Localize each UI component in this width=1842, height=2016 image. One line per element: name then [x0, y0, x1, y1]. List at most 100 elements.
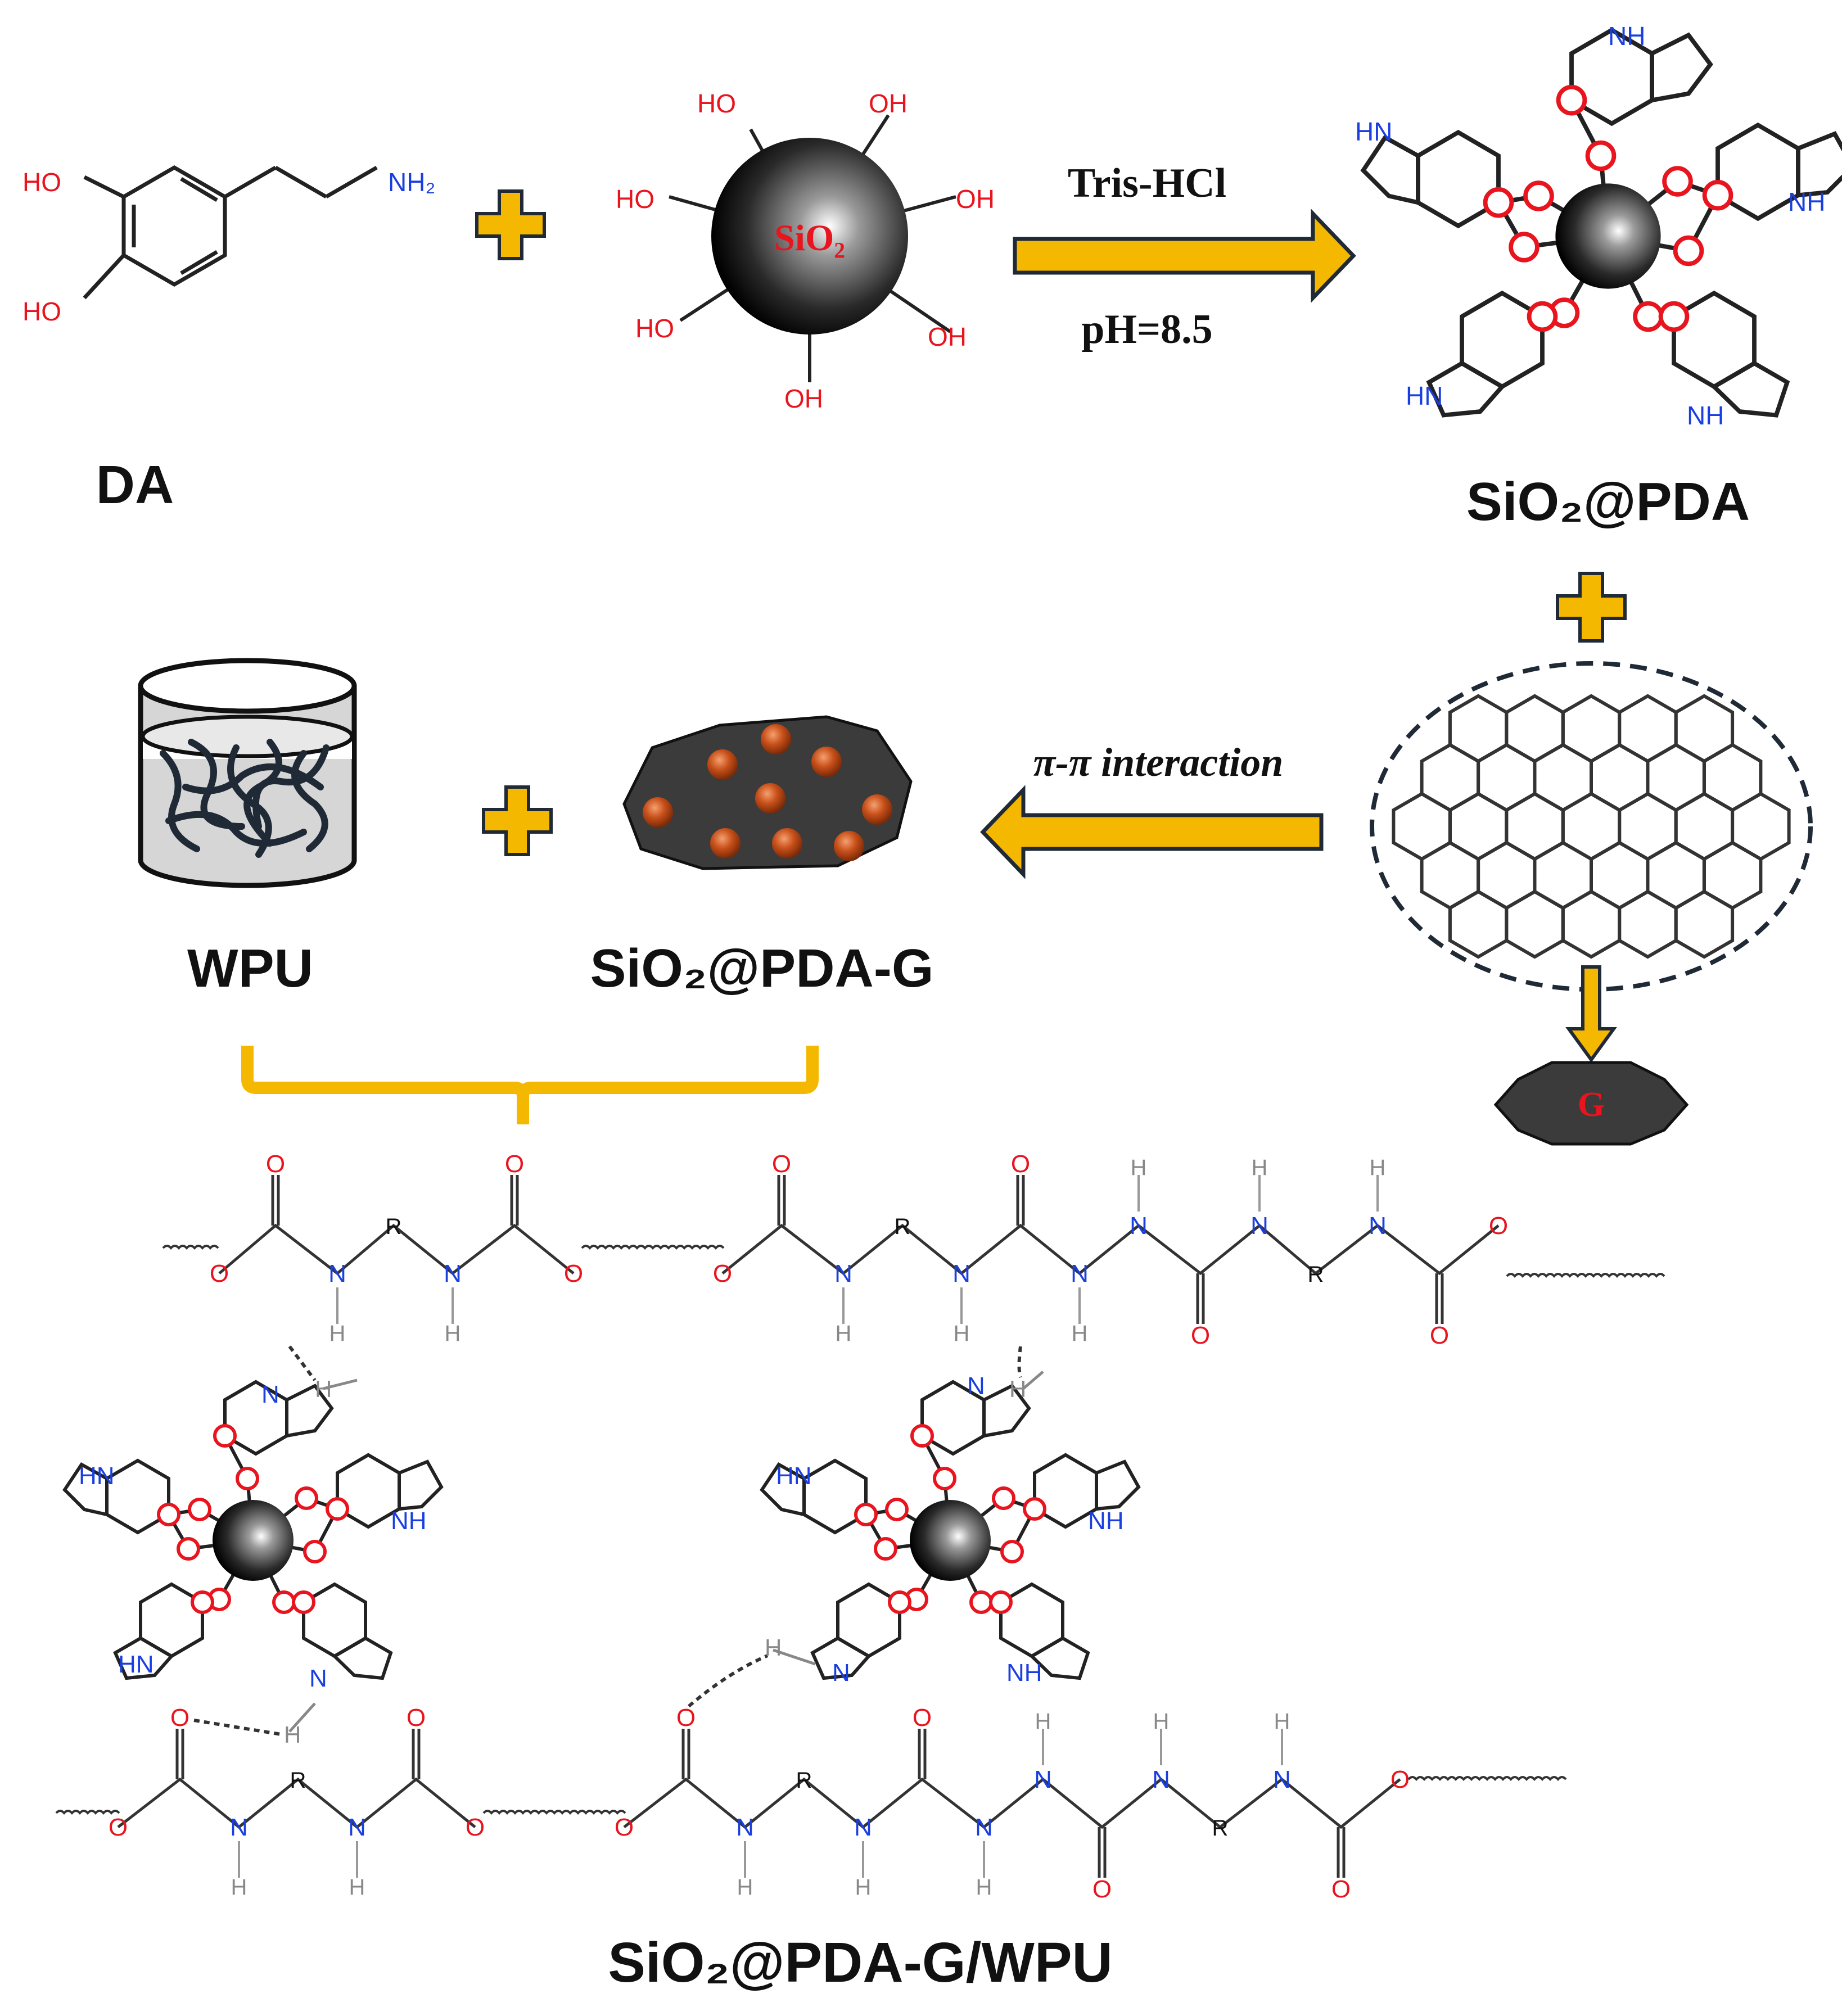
label-sio2-pda-g: SiO₂@PDA-G	[590, 938, 934, 998]
pda-nh-3: NH	[1788, 187, 1825, 216]
label-final-composite: SiO₂@PDA-G/WPU	[608, 1931, 1113, 1994]
bot-b-atom-11-h: H	[1274, 1709, 1290, 1734]
sio2-hydroxyl-2: OH	[869, 89, 908, 118]
bot-b-atom-6: N	[975, 1814, 993, 1841]
composite-2-hn-left: HN	[776, 1462, 812, 1490]
label-wpu: WPU	[187, 938, 313, 998]
bot-b-atom-4: N	[854, 1814, 872, 1841]
reaction-arrow-right	[1013, 209, 1356, 303]
pda-nh-1: NH	[1608, 21, 1645, 51]
reaction-arrow-down	[1565, 965, 1617, 1063]
silica-particle	[669, 114, 956, 382]
label-da: DA	[96, 455, 174, 515]
pda-hn-2: HN	[1355, 117, 1392, 146]
graphene-sheet-illustration	[1370, 661, 1813, 992]
composite-pda-unit-2	[762, 1382, 1139, 1678]
reagent-label: Tris-HCl	[1068, 160, 1226, 206]
bot-b-atom-12-carbonyl: O	[1331, 1875, 1351, 1903]
plus-icon-2	[1556, 572, 1627, 643]
nanoparticle-7	[710, 828, 741, 858]
nanoparticle-9	[834, 831, 864, 861]
bot-b-atom-0: O	[615, 1814, 634, 1841]
sio2-hydroxyl-3: HO	[616, 184, 654, 214]
composite-2-n-lower: N	[832, 1659, 850, 1687]
top-b-atom-8-carbonyl: O	[1191, 1322, 1210, 1349]
sio2-hydroxyl-6: OH	[928, 322, 967, 351]
bot-a-atom-4: N	[348, 1814, 366, 1841]
top-b-atom-6-h: H	[1072, 1321, 1088, 1346]
top-a-atom-2-h: H	[329, 1321, 346, 1346]
plus-icon-3	[482, 785, 553, 856]
top-b-atom-2-h: H	[836, 1321, 852, 1346]
bot-a-atom-4-h: H	[349, 1875, 365, 1900]
bot-b-atom-10: R	[1212, 1816, 1229, 1841]
graphene-symbol	[1493, 1061, 1689, 1146]
top-b-atom-9: N	[1250, 1212, 1268, 1240]
sio2-hydroxyl-1: HO	[697, 89, 736, 118]
nanoparticle-4	[643, 797, 673, 828]
top-b-atom-3: R	[895, 1214, 911, 1239]
da-amine: NH₂	[388, 168, 435, 197]
top-a-atom-4-h: H	[445, 1321, 461, 1346]
da-hydroxyl-1: HO	[22, 168, 61, 197]
nanoparticle-8	[772, 828, 802, 858]
bot-a-atom-5-carbonyl: O	[407, 1704, 426, 1732]
label-sio2-pda: SiO₂@PDA	[1466, 472, 1750, 532]
composite-1-n-top: N	[261, 1381, 279, 1408]
bot-b-atom-6-h: H	[976, 1875, 992, 1900]
top-a-atom-1-carbonyl: O	[266, 1150, 285, 1178]
sio2-pda-structure	[1364, 30, 1842, 415]
top-a-atom-0: O	[210, 1260, 229, 1287]
composite-1-hn-left: HN	[79, 1462, 115, 1490]
bot-a-atom-0: O	[109, 1814, 128, 1841]
pda-nh-5: NH	[1687, 401, 1724, 430]
top-b-atom-4: N	[952, 1260, 970, 1287]
sio2-hydroxyl-5: HO	[635, 314, 674, 343]
composite-pda-unit-1	[65, 1382, 441, 1678]
sio2-pda-g-particle	[622, 715, 913, 870]
top-b-atom-13: O	[1489, 1212, 1508, 1240]
bot-b-atom-2-h: H	[737, 1875, 753, 1900]
hbond-h-3: H	[284, 1721, 301, 1748]
composite-2-n-top: N	[967, 1372, 985, 1400]
bot-b-atom-3: R	[796, 1768, 812, 1793]
bot-b-atom-7-h: H	[1035, 1709, 1051, 1734]
bot-b-atom-5-carbonyl: O	[913, 1704, 932, 1732]
da-hydroxyl-2: HO	[22, 297, 61, 326]
reaction-arrow-left	[980, 785, 1324, 879]
composite-1-hn-bottom: HN	[118, 1651, 154, 1678]
nanoparticle-5	[755, 783, 785, 813]
nanoparticle-1	[761, 724, 791, 754]
top-b-atom-7: N	[1130, 1212, 1148, 1240]
sio2-hydroxyl-4: OH	[956, 184, 995, 214]
top-a-atom-5-carbonyl: O	[505, 1150, 524, 1178]
top-b-atom-9-h: H	[1252, 1155, 1268, 1180]
composite-1-n-lower: N	[309, 1665, 327, 1692]
graphene-symbol-label: G	[1578, 1086, 1605, 1124]
top-b-atom-7-h: H	[1131, 1155, 1147, 1180]
bot-b-atom-8-carbonyl: O	[1092, 1875, 1112, 1903]
bot-a-atom-2: N	[230, 1814, 248, 1841]
hbond-h-1: H	[315, 1376, 332, 1402]
composite-2-nh-right: NH	[1088, 1507, 1124, 1535]
sio2-hydroxyl-7: OH	[784, 384, 823, 413]
top-b-atom-4-h: H	[954, 1321, 970, 1346]
top-b-atom-5-carbonyl: O	[1011, 1150, 1030, 1178]
top-b-atom-10: R	[1308, 1262, 1324, 1287]
top-b-atom-2: N	[834, 1260, 852, 1287]
top-b-atom-11: N	[1369, 1212, 1387, 1240]
bot-a-atom-6: O	[466, 1814, 485, 1841]
nanoparticle-2	[707, 749, 738, 780]
interaction-label: π-π interaction	[1033, 740, 1284, 785]
top-a-atom-3: R	[386, 1214, 402, 1239]
bot-b-atom-11: N	[1273, 1766, 1291, 1793]
top-b-atom-12-carbonyl: O	[1430, 1322, 1449, 1349]
top-b-atom-1-carbonyl: O	[772, 1150, 791, 1178]
composite-1-nh-right: NH	[391, 1507, 427, 1535]
bot-a-atom-2-h: H	[231, 1875, 247, 1900]
top-b-atom-6: N	[1071, 1260, 1089, 1287]
top-a-atom-2: N	[328, 1260, 346, 1287]
